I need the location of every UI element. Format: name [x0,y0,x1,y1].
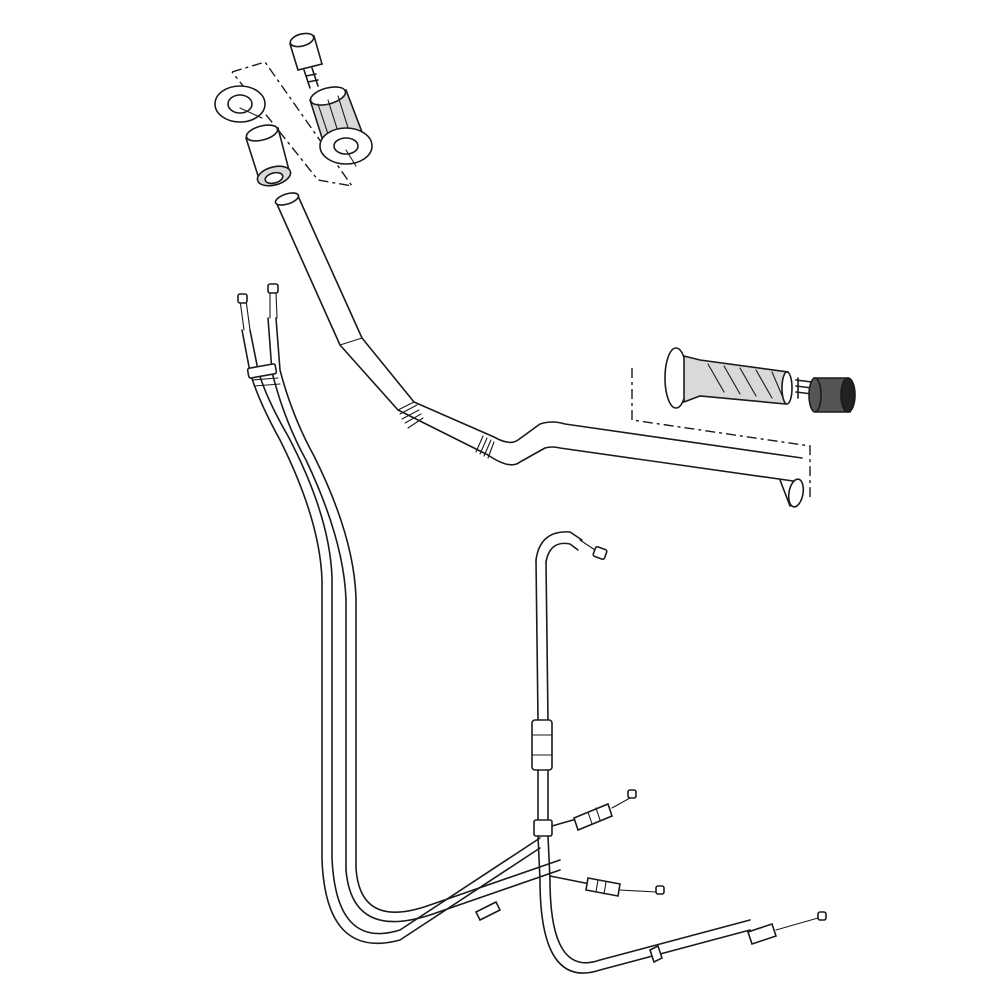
left-washer-icon [214,85,266,123]
handlebar [274,192,805,508]
bar-end-screw-icon [795,377,813,399]
left-bar-end-icon [289,32,323,89]
right-grip-assembly [631,347,856,500]
throttle-tube-icon [244,124,292,187]
left-grip-assembly [214,32,373,187]
cable-end-fitting-icon [649,911,827,964]
bar-end-weight-icon [808,377,856,413]
knurl-mark-right [475,435,495,459]
cable-collar-icon [474,900,502,922]
clutch-cable-pair [237,283,561,945]
throttle-cable [531,531,827,974]
cable-junction-icon [531,719,553,771]
left-grip-icon [308,86,373,165]
cable-end-icon [237,283,279,331]
right-grip-icon [664,347,793,409]
knurl-mark-left [397,401,424,429]
cable-adjuster-icon [246,363,281,387]
cable-end-fitting-icon [573,789,637,832]
cable-end-fitting-icon [585,877,665,897]
